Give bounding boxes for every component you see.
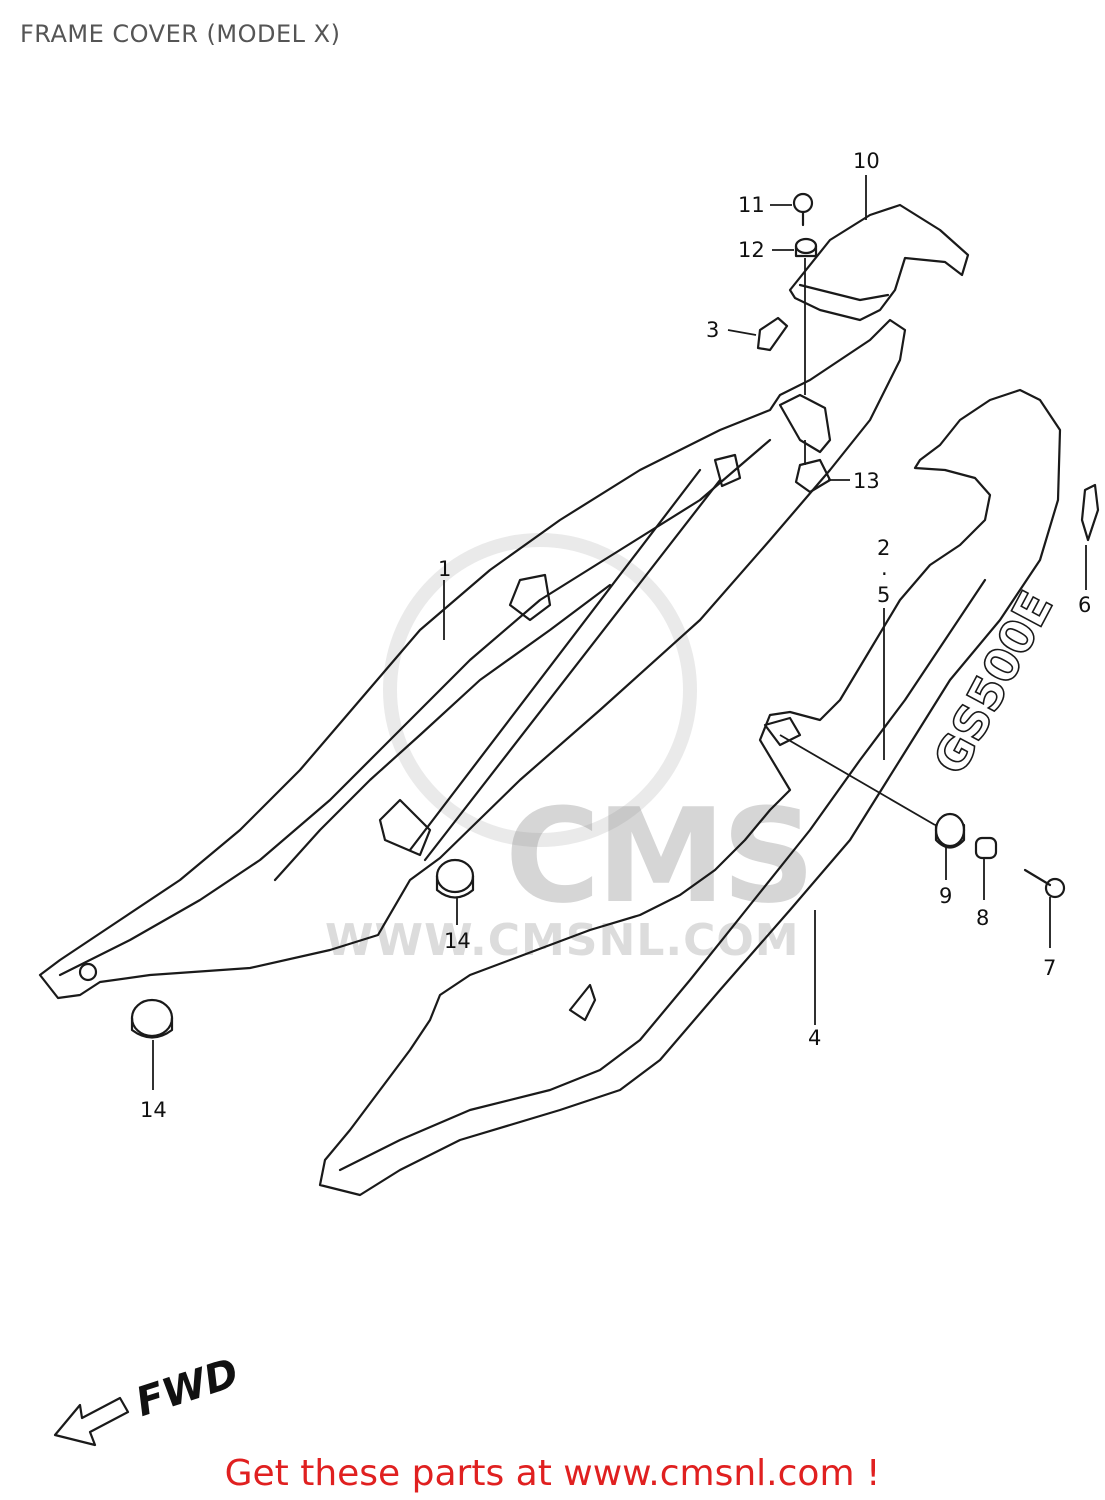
callout-13: 13 — [853, 469, 880, 493]
leader-lines — [152, 175, 1087, 1090]
callout-12: 12 — [738, 238, 765, 262]
callout-5: 5 — [877, 583, 890, 607]
callout-14-lower: 14 — [140, 1098, 167, 1122]
callout-3: 3 — [706, 318, 719, 342]
part-1-frame-cover-left[interactable] — [38, 318, 907, 1000]
part-12-nut[interactable] — [794, 237, 818, 258]
part-10-top-bracket[interactable] — [778, 203, 970, 494]
part-6-emblem[interactable] — [1080, 483, 1100, 542]
part-11-screw[interactable] — [792, 192, 814, 227]
callout-8: 8 — [976, 906, 989, 930]
callout-4: 4 — [808, 1026, 821, 1050]
callout-10: 10 — [853, 149, 880, 173]
callout-9: 9 — [939, 884, 952, 908]
footer-link[interactable]: Get these parts at www.cmsnl.com ! — [224, 1453, 881, 1494]
part-8-collar[interactable] — [974, 836, 998, 860]
callout-11: 11 — [738, 193, 765, 217]
callout-7: 7 — [1043, 956, 1056, 980]
callout-14-upper: 14 — [444, 929, 471, 953]
watermark-emblem — [383, 533, 697, 847]
part-14-grommet-lower[interactable] — [130, 998, 174, 1039]
callout-2: 2 — [877, 536, 890, 560]
watermark-logo: CMS — [505, 780, 815, 932]
part-3-emblem[interactable] — [756, 316, 789, 352]
part-7-bolt[interactable] — [1023, 868, 1066, 899]
part-14-grommet-upper[interactable] — [435, 858, 475, 899]
part-9-grommet[interactable] — [934, 812, 966, 849]
page-title: FRAME COVER (MODEL X) — [20, 20, 341, 48]
callout-6: 6 — [1078, 593, 1091, 617]
callout-1: 1 — [438, 557, 451, 581]
callout-2-5-separator: . — [881, 556, 888, 580]
forward-arrow-icon — [53, 1396, 130, 1447]
